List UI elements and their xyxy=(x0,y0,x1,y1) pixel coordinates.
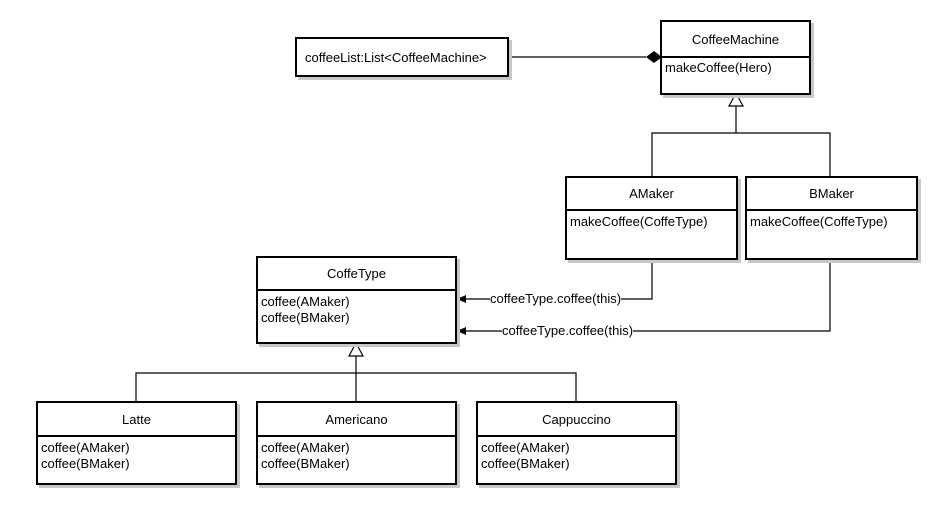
method: coffee(BMaker) xyxy=(261,310,350,325)
call-arrow-bmaker xyxy=(457,327,466,335)
method: coffee(BMaker) xyxy=(481,456,570,471)
class-americano-methods: coffee(AMaker) coffee(BMaker) xyxy=(258,437,455,472)
edge-label-bmaker-call: coffeeType.coffee(this) xyxy=(502,323,634,339)
composition-diamond xyxy=(646,51,662,63)
method: coffee(AMaker) xyxy=(261,440,350,455)
class-amaker-title: AMaker xyxy=(567,178,736,211)
method: coffee(BMaker) xyxy=(261,456,350,471)
class-cappuccino-methods: coffee(AMaker) coffee(BMaker) xyxy=(478,437,675,472)
inheritance-arrow-coffetype xyxy=(347,341,365,357)
edge-label-amaker-call: coffeeType.coffee(this) xyxy=(490,291,622,307)
class-coffeemachine[interactable]: CoffeeMachine makeCoffee(Hero) xyxy=(660,20,811,95)
class-coffetype-methods: coffee(AMaker) coffee(BMaker) xyxy=(258,291,455,326)
method: makeCoffee(CoffeType) xyxy=(570,214,708,229)
class-latte-title: Latte xyxy=(38,403,235,437)
class-bmaker-methods: makeCoffee(CoffeType) xyxy=(747,211,916,230)
class-bmaker[interactable]: BMaker makeCoffee(CoffeType) xyxy=(745,176,918,260)
class-americano-title: Americano xyxy=(258,403,455,437)
method: coffee(AMaker) xyxy=(41,440,130,455)
inheritance-line-bmaker xyxy=(736,132,831,177)
inheritance-arrow-coffeemachine xyxy=(727,91,745,107)
class-latte-methods: coffee(AMaker) coffee(BMaker) xyxy=(38,437,235,472)
class-coffetype-title: CoffeType xyxy=(258,258,455,291)
class-cappuccino[interactable]: Cappuccino coffee(AMaker) coffee(BMaker) xyxy=(476,401,677,485)
coffee-list-box[interactable]: coffeeList:List<CoffeeMachine> xyxy=(295,37,509,77)
class-americano[interactable]: Americano coffee(AMaker) coffee(BMaker) xyxy=(256,401,457,485)
class-coffeemachine-title: CoffeeMachine xyxy=(662,22,809,58)
coffee-list-label: coffeeList:List<CoffeeMachine> xyxy=(305,49,487,65)
class-bmaker-title: BMaker xyxy=(747,178,916,211)
class-coffetype[interactable]: CoffeType coffee(AMaker) coffee(BMaker) xyxy=(256,256,457,344)
method: coffee(AMaker) xyxy=(261,294,350,309)
call-arrow-amaker xyxy=(457,295,466,303)
method: coffee(AMaker) xyxy=(481,440,570,455)
method: makeCoffee(CoffeType) xyxy=(750,214,888,229)
class-latte[interactable]: Latte coffee(AMaker) coffee(BMaker) xyxy=(36,401,237,485)
class-amaker[interactable]: AMaker makeCoffee(CoffeType) xyxy=(565,176,738,260)
method: coffee(BMaker) xyxy=(41,456,130,471)
method: makeCoffee(Hero) xyxy=(665,60,772,75)
class-coffeemachine-methods: makeCoffee(Hero) xyxy=(662,58,809,76)
class-cappuccino-title: Cappuccino xyxy=(478,403,675,437)
inheritance-line-amaker xyxy=(651,132,736,177)
class-amaker-methods: makeCoffee(CoffeType) xyxy=(567,211,736,230)
